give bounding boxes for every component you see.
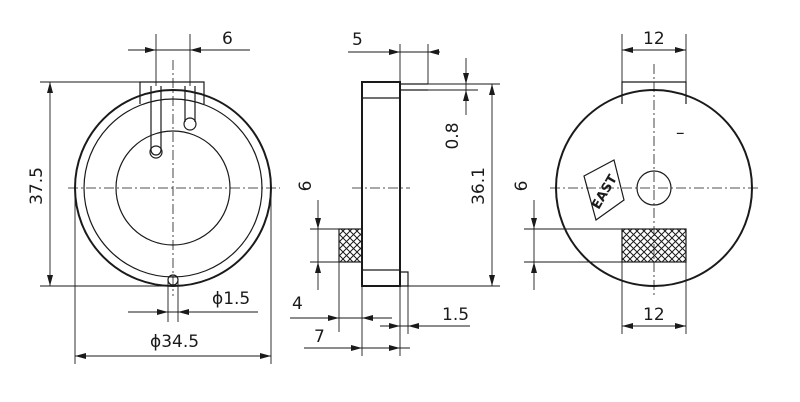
- dim-pin-pitch: 6: [222, 29, 233, 49]
- side-hatched-pad: [338, 228, 363, 263]
- rear-view: EAST – 12 6 12: [512, 29, 760, 334]
- side-foot: [400, 271, 409, 287]
- side-view: 5 0.8 36.1 6 4 7: [290, 30, 500, 356]
- rear-dim-pad-width: 12: [643, 305, 665, 325]
- front-pin-left: [150, 86, 162, 150]
- front-top-tab: [139, 81, 205, 104]
- front-view: 6 37.5 ϕ1.5 ϕ34.5: [27, 29, 280, 364]
- dim-pin-hole: ϕ1.5: [212, 289, 250, 309]
- side-body: [361, 81, 401, 287]
- dim-foot: 1.5: [442, 305, 469, 325]
- dim-diameter: ϕ34.5: [150, 332, 199, 352]
- dim-pad-offset: 4: [292, 294, 303, 314]
- dim-top-tab: 5: [352, 30, 363, 50]
- rear-brand-badge: [583, 159, 625, 221]
- dim-body-depth: 7: [314, 327, 325, 347]
- dim-body-height: 36.1: [469, 167, 489, 205]
- dim-pin-dia: 0.8: [443, 122, 463, 149]
- dim-pad-height: 6: [296, 181, 316, 192]
- front-pin-left-pad: [149, 145, 163, 159]
- front-pin-right-pad: [183, 117, 197, 131]
- front-pin-right: [184, 86, 196, 122]
- rear-dim-pad-height: 6: [512, 181, 532, 192]
- dim-tab-width: 12: [643, 29, 665, 49]
- rear-polarity-mark: –: [676, 123, 685, 143]
- dim-height: 37.5: [27, 167, 47, 205]
